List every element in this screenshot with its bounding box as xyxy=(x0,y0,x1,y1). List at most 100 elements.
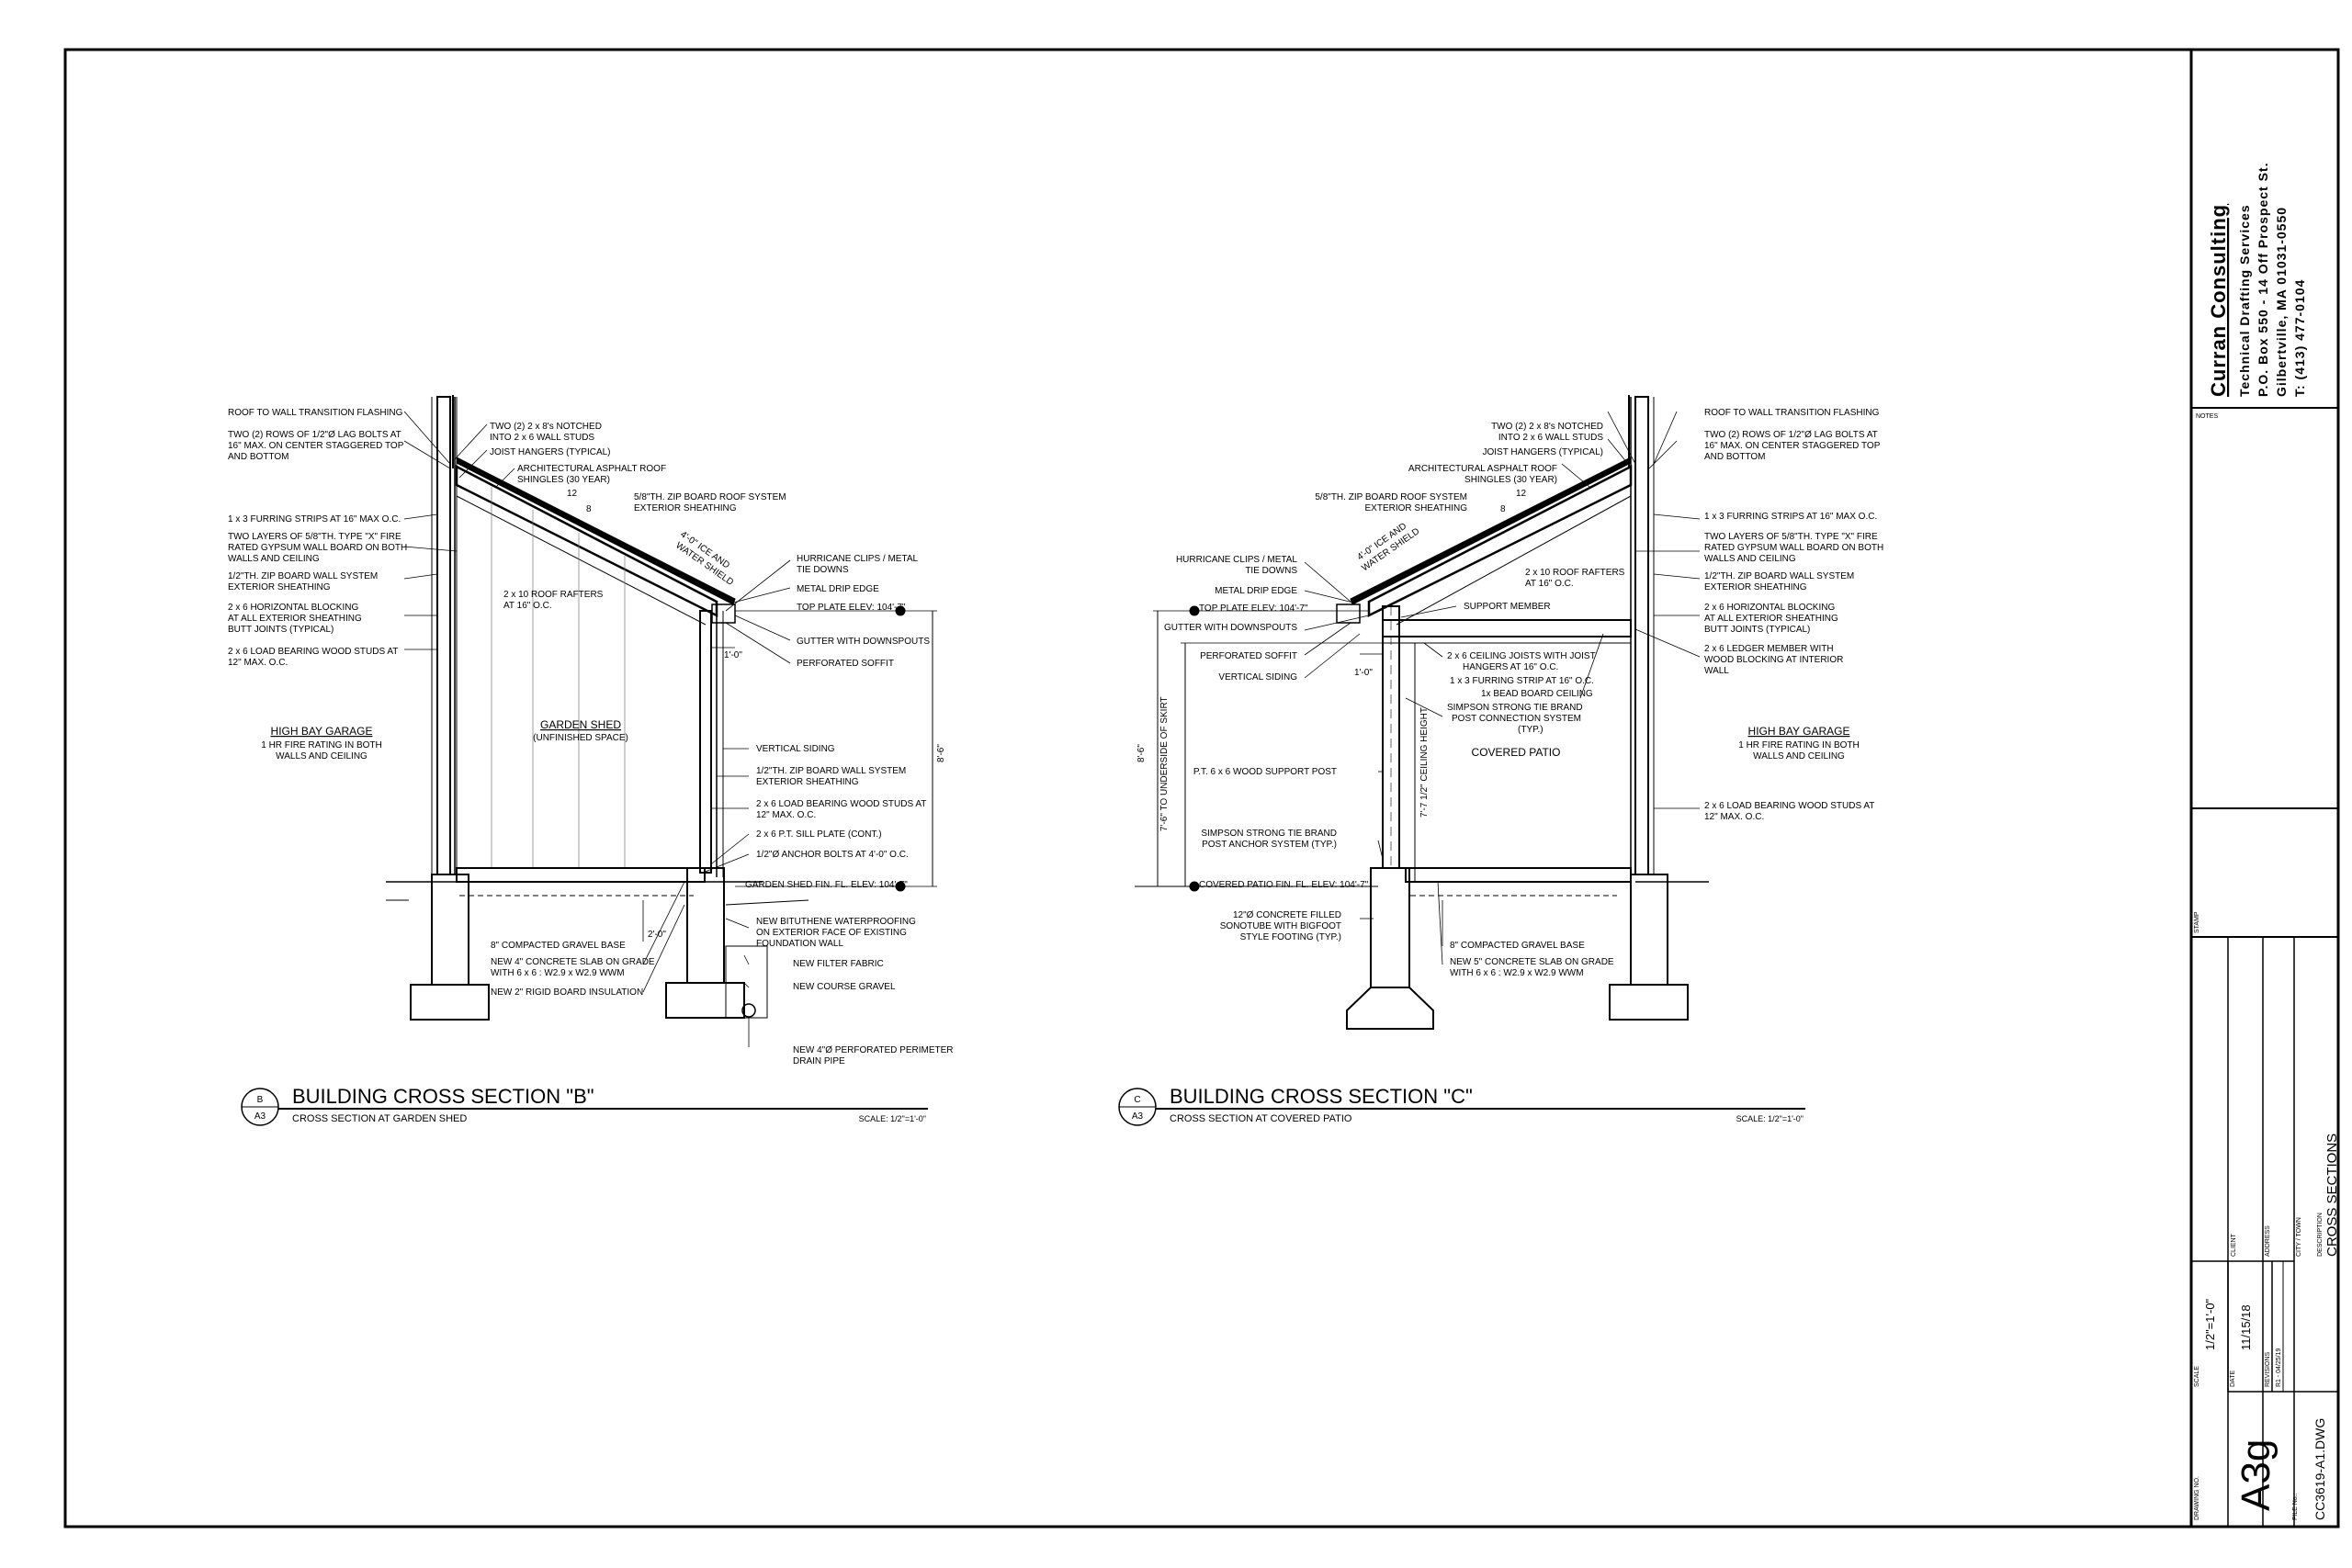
section-b-notes-bottom: 8" COMPACTED GRAVEL BASE NEW 4" CONCRETE… xyxy=(491,650,946,998)
dim-overhang: 1'-0" xyxy=(724,650,742,660)
revisions-label: REVISIONS xyxy=(2265,1352,2271,1387)
drawing-no-label: DRAWING NO. xyxy=(2194,1476,2200,1520)
description-value: CROSS SECTIONS xyxy=(2324,1134,2340,1257)
section-b-title: B A3 BUILDING CROSS SECTION "B" CROSS SE… xyxy=(241,1085,928,1126)
company-name: Curran Consulting xyxy=(2207,204,2230,397)
room-title-high-bay-garage: HIGH BAY GARAGE xyxy=(271,725,373,738)
note: GUTTER WITH DOWNSPOUTS xyxy=(1164,623,1297,633)
slope-rise: 12 xyxy=(567,489,578,499)
note: AND BOTTOM xyxy=(228,452,288,462)
note: WALL xyxy=(1704,666,1729,676)
section-b-drawing xyxy=(386,395,937,1047)
note: ROOF TO WALL TRANSITION FLASHING xyxy=(1704,408,1880,418)
company-address1: P.O. Box 550 - 14 Off Prospect St. xyxy=(2256,163,2270,397)
note: NEW 4" CONCRETE SLAB ON GRADE xyxy=(491,957,655,967)
note: NEW 2" RIGID BOARD INSULATION xyxy=(491,987,643,998)
dim-height: 8'-6" xyxy=(1136,744,1147,762)
note: 2 x 10 ROOF RAFTERS xyxy=(503,590,604,600)
note: EXTERIOR SHEATHING xyxy=(634,503,737,513)
note: TWO (2) ROWS OF 1/2"Ø LAG BOLTS AT xyxy=(228,430,401,440)
bubble-letter: C xyxy=(1134,1095,1140,1105)
note: SHINGLES (30 YEAR) xyxy=(517,475,610,485)
note: POST CONNECTION SYSTEM xyxy=(1452,714,1581,724)
note: PERFORATED SOFFIT xyxy=(797,659,894,669)
dim-skirt: 7'-6" TO UNDERSIDE OF SKIRT xyxy=(1159,696,1170,831)
note: (TYP.) xyxy=(1518,725,1544,735)
note: ARCHITECTURAL ASPHALT ROOF xyxy=(1408,464,1557,474)
note: JOIST HANGERS (TYPICAL) xyxy=(490,447,611,457)
client-label: CLIENT xyxy=(2231,1233,2237,1257)
note: 1 x 3 FURRING STRIPS AT 16" MAX O.C. xyxy=(1704,512,1877,522)
section-c-notes-left: HURRICANE CLIPS / METAL TIE DOWNS METAL … xyxy=(1164,555,1369,942)
room-title-high-bay-garage: HIGH BAY GARAGE xyxy=(1748,725,1850,738)
note: AND BOTTOM xyxy=(1704,452,1765,462)
scale-value: 1/2"=1'-0" xyxy=(2203,1298,2217,1350)
note: PERFORATED SOFFIT xyxy=(1200,651,1297,661)
note: TIE DOWNS xyxy=(1245,566,1297,576)
notes-label: NOTES xyxy=(2196,413,2218,420)
note: AT 16" O.C. xyxy=(503,601,552,611)
note: 5/8"TH. ZIP BOARD ROOF SYSTEM xyxy=(1315,492,1467,502)
title-block: Curran Consulting Technical Drafting Ser… xyxy=(2189,50,2340,1528)
note: SIMPSON STRONG TIE BRAND xyxy=(1201,829,1337,839)
note: HANGERS AT 16" O.C. xyxy=(1463,662,1558,672)
note: SONOTUBE WITH BIGFOOT xyxy=(1220,921,1341,931)
note: GARDEN SHED FIN. FL. ELEV: 104'-7" xyxy=(745,880,908,890)
note: METAL DRIP EDGE xyxy=(797,584,879,594)
note: 2 x 6 HORIZONTAL BLOCKING xyxy=(1704,603,1835,613)
bubble-sheet: A3 xyxy=(254,1111,266,1122)
section-c-notes-mid: SUPPORT MEMBER 2 x 6 CEILING JOISTS WITH… xyxy=(1136,602,1614,978)
note: 2 x 6 P.T. SILL PLATE (CONT.) xyxy=(756,829,882,840)
note: AT ALL EXTERIOR SHEATHING xyxy=(228,614,362,624)
note: 12" MAX. O.C. xyxy=(1704,812,1764,822)
note: TWO LAYERS OF 5/8"TH. TYPE "X" FIRE xyxy=(1704,532,1878,542)
note: AT ALL EXTERIOR SHEATHING xyxy=(1704,614,1838,624)
note: NEW COURSE GRAVEL xyxy=(793,982,896,992)
note: COVERED PATIO FIN. FL. ELEV: 104'-7" xyxy=(1199,880,1369,890)
note: SUPPORT MEMBER xyxy=(1464,602,1551,612)
note: TWO LAYERS OF 5/8"TH. TYPE "X" FIRE xyxy=(228,532,401,542)
section-b-room-labels: HIGH BAY GARAGE 1 HR FIRE RATING IN BOTH… xyxy=(261,718,628,761)
note: 16" MAX. ON CENTER STAGGERED TOP xyxy=(228,441,404,451)
note: VERTICAL SIDING xyxy=(1218,672,1297,682)
address-label: ADDRESS xyxy=(2265,1225,2271,1257)
note: 8" COMPACTED GRAVEL BASE xyxy=(1450,941,1585,951)
sheet-border xyxy=(63,48,2340,1529)
note: RATED GYPSUM WALL BOARD ON BOTH xyxy=(1704,543,1883,553)
company-address2: Gilbertville, MA 01031-0550 xyxy=(2274,207,2289,397)
note: 1/2"TH. ZIP BOARD WALL SYSTEM xyxy=(756,766,906,776)
room-sub: 1 HR FIRE RATING IN BOTH xyxy=(1738,740,1860,750)
city-label: CITY / TOWN xyxy=(2296,1217,2302,1257)
company-phone: T: (413) 477-0104 xyxy=(2292,279,2307,397)
dim-overhang: 1'-0" xyxy=(1354,668,1373,678)
date-label: DATE xyxy=(2230,1371,2236,1387)
slope-rise: 12 xyxy=(1516,489,1527,499)
note: METAL DRIP EDGE xyxy=(1215,586,1297,596)
room-title-covered-patio: COVERED PATIO xyxy=(1472,746,1561,759)
dim-ceiling: 7'-7 1/2" CEILING HEIGHT xyxy=(1419,707,1430,818)
note: EXTERIOR SHEATHING xyxy=(1704,582,1807,592)
bubble-letter: B xyxy=(257,1095,264,1105)
note: NEW FILTER FABRIC xyxy=(793,959,884,969)
note: EXTERIOR SHEATHING xyxy=(228,582,331,592)
note: TOP PLATE ELEV: 104'-7" xyxy=(797,603,906,613)
section-scale: SCALE: 1/2"=1'-0" xyxy=(1736,1114,1804,1123)
section-c-notes-right: ROOF TO WALL TRANSITION FLASHING TWO (2)… xyxy=(1704,408,1883,822)
note: SHINGLES (30 YEAR) xyxy=(1464,475,1557,485)
note: 2 x 6 LOAD BEARING WOOD STUDS AT xyxy=(756,799,926,809)
section-c-notes-top: TWO (2) 2 x 8's NOTCHED INTO 2 x 6 WALL … xyxy=(1315,422,1624,589)
drawing-number: A3g xyxy=(2233,1439,2278,1511)
section-b-notes-top: TWO (2) 2 x 8's NOTCHED INTO 2 x 6 WALL … xyxy=(490,422,786,611)
room-sub: 1 HR FIRE RATING IN BOTH xyxy=(261,740,382,750)
note: 2 x 10 ROOF RAFTERS xyxy=(1525,568,1625,578)
note: 2 x 6 CEILING JOISTS WITH JOIST xyxy=(1447,651,1596,661)
note: 12" MAX. O.C. xyxy=(228,658,288,668)
note: AT 16" O.C. xyxy=(1525,579,1574,589)
note: RATED GYPSUM WALL BOARD ON BOTH xyxy=(228,543,407,553)
company-services: Technical Drafting Services xyxy=(2237,204,2252,397)
note: JOIST HANGERS (TYPICAL) xyxy=(1482,447,1603,457)
note: INTO 2 x 6 WALL STUDS xyxy=(490,433,594,443)
note: INTO 2 x 6 WALL STUDS xyxy=(1498,433,1603,443)
date-value: 11/15/18 xyxy=(2239,1304,2253,1350)
